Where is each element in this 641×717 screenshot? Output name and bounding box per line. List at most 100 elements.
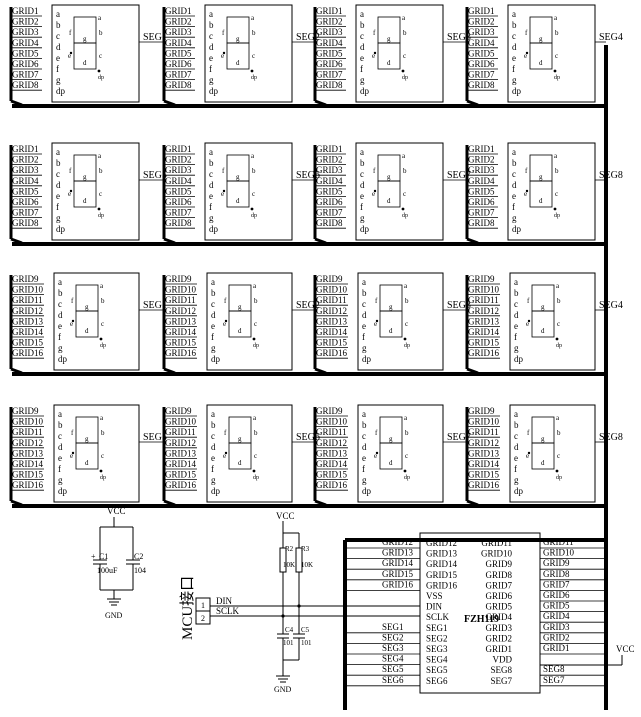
chip-net-left: GRID15 [382, 569, 413, 579]
seg-net-label: SEG2 [296, 300, 320, 311]
seg-pin-label: a [512, 147, 516, 157]
c1-plus: + [91, 552, 96, 561]
seg-pin-label: c [362, 299, 366, 309]
svg-text:dp: dp [556, 475, 562, 481]
grid-label: GRID9 [468, 274, 495, 284]
seg-pin-label: dp [514, 354, 524, 364]
gnd-label-1: GND [105, 611, 123, 620]
grid-label: GRID6 [316, 59, 343, 69]
grid-label: GRID4 [468, 176, 495, 186]
seg-net-label: SEG5 [143, 432, 167, 443]
svg-text:dp: dp [554, 213, 560, 219]
svg-text:f: f [222, 29, 225, 37]
seg-pin-label: g [209, 213, 214, 223]
seg-pin-label: dp [209, 224, 219, 234]
chip-net-right: SEG7 [543, 675, 565, 685]
svg-text:g: g [85, 303, 89, 311]
svg-text:d: d [539, 197, 543, 205]
svg-text:dp: dp [404, 475, 410, 481]
grid-label: GRID14 [12, 327, 43, 337]
seg-pin-label: e [514, 321, 518, 331]
grid-label: GRID8 [165, 218, 192, 228]
svg-text:dp: dp [556, 343, 562, 349]
seg-pin-label: d [56, 42, 61, 52]
svg-text:b: b [403, 29, 407, 37]
chip-net-left: SEG1 [382, 622, 404, 632]
grid-label: GRID3 [316, 165, 343, 175]
chip-pin-left: SEG4 [426, 655, 448, 665]
svg-text:d: d [387, 59, 391, 67]
grid-label: GRID5 [316, 48, 343, 58]
seg-pin-label: a [211, 409, 215, 419]
seg-pin-label: c [56, 31, 60, 41]
svg-text:f: f [375, 429, 378, 437]
gnd-label-2: GND [274, 685, 292, 694]
grid-label: GRID10 [468, 285, 499, 295]
c2-value: 104 [134, 566, 146, 575]
display-module: GRID9GRID10GRID11GRID12GRID13GRID14GRID1… [9, 272, 167, 375]
grid-label: GRID11 [468, 295, 499, 305]
grid-label: GRID7 [12, 70, 39, 80]
seg-pin-label: f [514, 464, 517, 474]
chip-net-right: GRID6 [543, 590, 570, 600]
seg-pin-label: g [514, 475, 519, 485]
grid-label: GRID16 [165, 480, 196, 490]
svg-text:e: e [223, 320, 226, 328]
svg-text:d: d [83, 59, 87, 67]
seg-net-label: SEG3 [447, 300, 471, 311]
seg-pin-label: g [58, 475, 63, 485]
svg-text:a: a [100, 282, 104, 290]
svg-text:e: e [524, 190, 527, 198]
svg-text:a: a [556, 414, 560, 422]
grid-label: GRID7 [12, 208, 39, 218]
grid-label: GRID3 [468, 165, 495, 175]
seg-pin-label: g [362, 343, 367, 353]
seg-pin-label: dp [58, 486, 68, 496]
svg-text:f: f [525, 29, 528, 37]
mcu-pin1: 1 [201, 601, 205, 610]
display-module: GRID9GRID10GRID11GRID12GRID13GRID14GRID1… [162, 272, 320, 375]
seg-pin-label: f [360, 202, 363, 212]
seg-pin-label: d [360, 180, 365, 190]
grid-label: GRID7 [468, 70, 495, 80]
chip-net-right: GRID1 [543, 643, 570, 653]
seg-pin-label: c [512, 31, 516, 41]
svg-text:d: d [236, 59, 240, 67]
seg-pin-label: b [58, 420, 63, 430]
vcc-label-2: VCC [276, 511, 295, 521]
grid-label: GRID5 [165, 48, 192, 58]
grid-label: GRID8 [12, 80, 39, 90]
svg-text:e: e [372, 52, 375, 60]
svg-text:c: c [101, 452, 104, 460]
chip-net-right: GRID10 [543, 548, 574, 558]
c5-ref: C5 [301, 626, 310, 634]
chip-pin-left: SEG1 [426, 623, 448, 633]
grid-label: GRID1 [316, 6, 343, 16]
grid-label: GRID14 [12, 459, 43, 469]
seg-pin-label: a [58, 409, 62, 419]
chip-net-left: SEG4 [382, 654, 404, 664]
grid-label: GRID10 [468, 417, 499, 427]
chip-pin-left: GRID13 [426, 549, 457, 559]
grid-label: GRID13 [12, 448, 43, 458]
grid-label: GRID4 [165, 176, 192, 186]
mcu-connector: MCU接口 1 2 DIN SCLK [179, 576, 420, 640]
chip-pin-right: GRID9 [486, 559, 513, 569]
grid-label: GRID8 [12, 218, 39, 228]
seg-pin-label: e [360, 191, 364, 201]
chip-pin-right: SEG8 [490, 665, 512, 675]
c2-ref: C2 [134, 552, 143, 561]
seg-pin-label: dp [211, 486, 221, 496]
display-module: GRID9GRID10GRID11GRID12GRID13GRID14GRID1… [465, 404, 623, 507]
grid-label: GRID2 [165, 17, 192, 27]
seg-pin-label: b [512, 20, 517, 30]
grid-label: GRID5 [468, 48, 495, 58]
svg-text:b: b [99, 167, 103, 175]
svg-text:g: g [541, 303, 545, 311]
led-digit-box [206, 272, 293, 371]
chip-net-left: SEG6 [382, 675, 404, 685]
svg-text:d: d [541, 327, 545, 335]
chip-net-right: GRID8 [543, 569, 570, 579]
grid-label: GRID15 [468, 338, 499, 348]
chip-pin-left: SEG5 [426, 665, 448, 675]
